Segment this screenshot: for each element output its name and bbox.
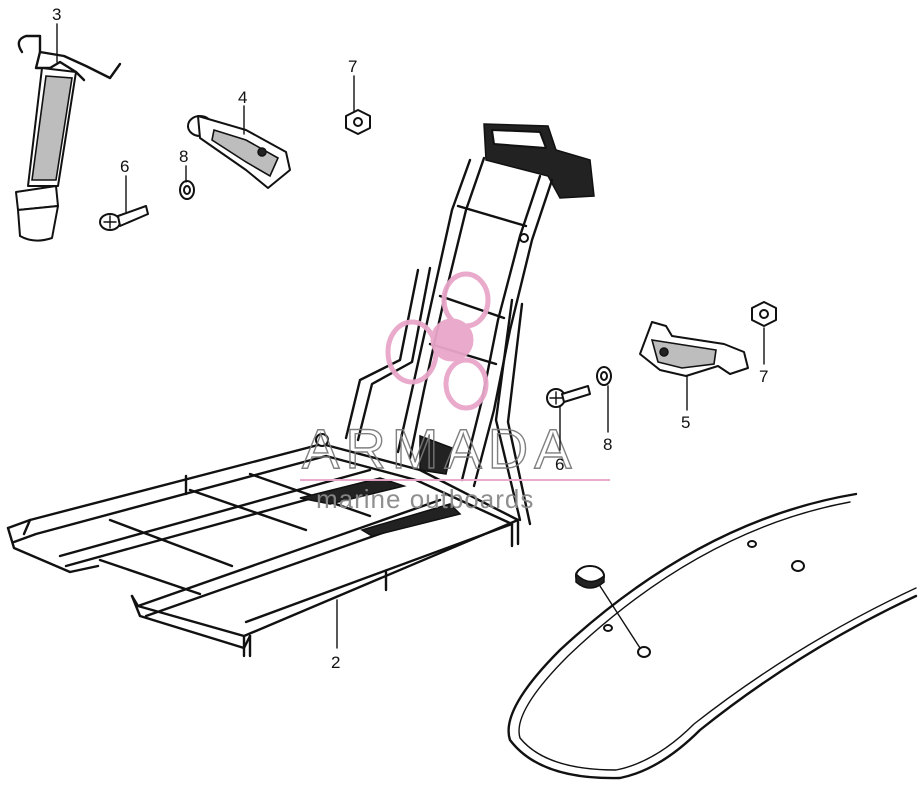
part-8-washer-lower (596, 366, 612, 386)
part-8-washer-upper (179, 180, 195, 200)
part-7-nut-lower (751, 301, 777, 327)
callout-2: 2 (331, 653, 340, 672)
part-4-bracket-arm (187, 115, 291, 189)
callout-labels: 3 4 6 8 7 2 6 8 5 7 (52, 5, 768, 672)
callout-6-lower: 6 (555, 455, 564, 474)
callout-7-upper: 7 (348, 57, 357, 76)
part-3-stand-bracket (15, 34, 122, 242)
part-2-carrier-frame (6, 123, 595, 658)
part-7-nut-upper (345, 109, 371, 135)
callout-5: 5 (681, 413, 690, 432)
callout-6-upper: 6 (120, 157, 129, 176)
callout-7-lower: 7 (759, 367, 768, 386)
watermark-tagline: marine outboards (316, 484, 534, 514)
callout-8-lower: 8 (603, 435, 612, 454)
watermark-brand: ARMADA (302, 417, 578, 480)
callout-4: 4 (238, 88, 247, 107)
part-5-clamp-bracket (639, 321, 749, 377)
fender (507, 492, 918, 780)
callout-8-upper: 8 (179, 147, 188, 166)
leader-lines (56, 23, 765, 649)
part-6-bolt-lower (546, 385, 591, 408)
callout-3: 3 (52, 5, 61, 24)
watermark: ARMADA marine outboards (300, 271, 610, 514)
armada-logo-icon (385, 271, 491, 411)
part-6-bolt-upper (99, 205, 149, 231)
